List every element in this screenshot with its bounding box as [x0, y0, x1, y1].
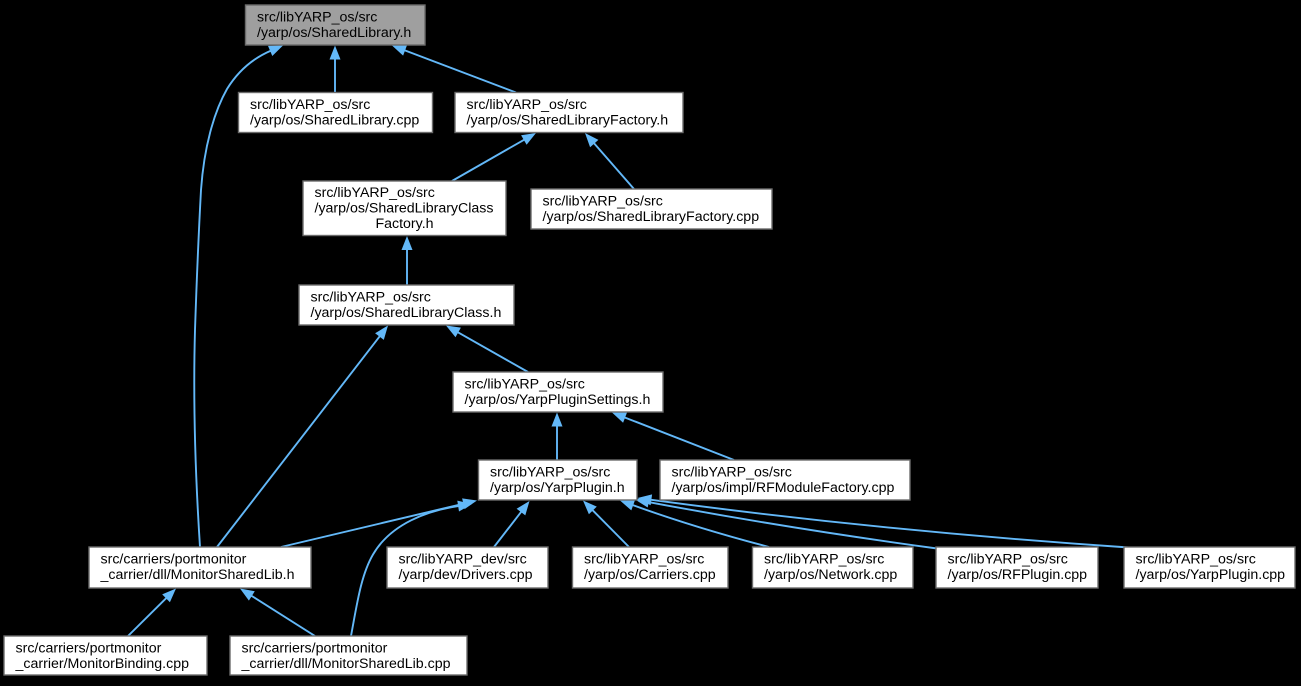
svg-text:/yarp/os/SharedLibraryFactory.: /yarp/os/SharedLibraryFactory.h [467, 113, 669, 129]
svg-text:src/carriers/portmonitor: src/carriers/portmonitor [242, 641, 388, 657]
svg-text:/yarp/os/impl/RFModuleFactory.: /yarp/os/impl/RFModuleFactory.cpp [672, 480, 895, 496]
svg-text:/yarp/dev/Drivers.cpp: /yarp/dev/Drivers.cpp [399, 567, 533, 583]
svg-text:src/libYARP_os/src: src/libYARP_os/src [1136, 552, 1256, 568]
svg-text:/yarp/os/YarpPlugin.cpp: /yarp/os/YarpPlugin.cpp [1136, 567, 1286, 583]
svg-text:Factory.h: Factory.h [375, 216, 433, 232]
svg-text:/yarp/os/SharedLibraryClass: /yarp/os/SharedLibraryClass [315, 201, 494, 217]
svg-text:/yarp/os/SharedLibraryClass.h: /yarp/os/SharedLibraryClass.h [311, 305, 502, 321]
svg-text:/yarp/os/RFPlugin.cpp: /yarp/os/RFPlugin.cpp [948, 567, 1088, 583]
svg-text:/yarp/os/SharedLibrary.cpp: /yarp/os/SharedLibrary.cpp [250, 113, 419, 129]
svg-text:_carrier/dll/MonitorSharedLib.: _carrier/dll/MonitorSharedLib.cpp [241, 656, 451, 672]
svg-text:src/libYARP_dev/src: src/libYARP_dev/src [399, 552, 527, 568]
svg-text:/yarp/os/SharedLibrary.h: /yarp/os/SharedLibrary.h [257, 25, 411, 41]
svg-text:src/libYARP_os/src: src/libYARP_os/src [584, 552, 704, 568]
svg-text:/yarp/os/Network.cpp: /yarp/os/Network.cpp [764, 567, 897, 583]
svg-text:src/libYARP_os/src: src/libYARP_os/src [543, 194, 663, 210]
svg-text:src/carriers/portmonitor: src/carriers/portmonitor [16, 641, 162, 657]
svg-text:src/libYARP_os/src: src/libYARP_os/src [465, 377, 585, 393]
svg-text:src/libYARP_os/src: src/libYARP_os/src [672, 465, 792, 481]
svg-text:src/libYARP_os/src: src/libYARP_os/src [467, 97, 587, 113]
svg-text:/yarp/os/Carriers.cpp: /yarp/os/Carriers.cpp [584, 567, 716, 583]
svg-text:/yarp/os/SharedLibraryFactory.: /yarp/os/SharedLibraryFactory.cpp [543, 209, 760, 225]
svg-text:src/libYARP_os/src: src/libYARP_os/src [490, 465, 610, 481]
svg-text:src/libYARP_os/src: src/libYARP_os/src [257, 10, 377, 26]
svg-text:src/libYARP_os/src: src/libYARP_os/src [311, 290, 431, 306]
svg-text:/yarp/os/YarpPlugin.h: /yarp/os/YarpPlugin.h [490, 480, 625, 496]
svg-text:/yarp/os/YarpPluginSettings.h: /yarp/os/YarpPluginSettings.h [465, 392, 651, 408]
svg-text:src/libYARP_os/src: src/libYARP_os/src [764, 552, 884, 568]
svg-text:_carrier/MonitorBinding.cpp: _carrier/MonitorBinding.cpp [15, 656, 190, 672]
svg-text:_carrier/dll/MonitorSharedLib.: _carrier/dll/MonitorSharedLib.h [100, 567, 295, 583]
svg-text:src/libYARP_os/src: src/libYARP_os/src [948, 552, 1068, 568]
svg-text:src/libYARP_os/src: src/libYARP_os/src [250, 97, 370, 113]
svg-text:src/libYARP_os/src: src/libYARP_os/src [315, 185, 435, 201]
svg-text:src/carriers/portmonitor: src/carriers/portmonitor [101, 552, 247, 568]
